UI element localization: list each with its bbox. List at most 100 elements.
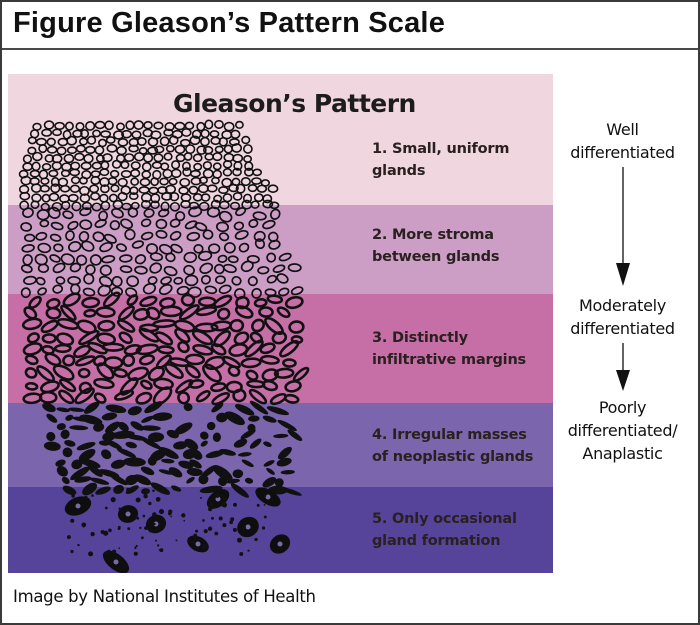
gland-mark <box>185 364 201 379</box>
gland-mark <box>118 525 121 529</box>
gland-mark <box>121 129 133 139</box>
gland-mark <box>163 152 173 161</box>
gland-mark <box>139 526 142 530</box>
gland-mark <box>37 242 52 254</box>
gland-mark <box>41 333 57 344</box>
gland-mark <box>140 231 154 241</box>
gland-mark <box>143 120 153 130</box>
gland-mark <box>60 253 75 266</box>
gland-mark <box>200 193 211 202</box>
gland-mark <box>128 192 139 201</box>
gland-mark <box>103 530 109 536</box>
gland-mark <box>241 135 251 145</box>
gland-mark <box>150 193 161 204</box>
gland-mark <box>251 287 262 299</box>
gland-mark <box>224 411 245 426</box>
gland-mark <box>247 184 258 193</box>
gland-mark <box>103 233 117 244</box>
gland-mark <box>216 412 228 423</box>
gland-mark <box>143 208 155 218</box>
gleason-panel: Gleason’s Pattern 1. Small, uniform glan… <box>8 74 553 573</box>
gland-mark <box>247 549 250 552</box>
gland-mark <box>277 541 283 547</box>
gland-mark <box>242 525 246 530</box>
gland-mark <box>213 263 225 275</box>
gland-mark <box>133 120 144 130</box>
gland-mark <box>80 161 92 171</box>
gland-mark <box>202 519 205 522</box>
gland-mark <box>261 379 279 392</box>
gland-mark <box>113 559 119 565</box>
gland-mark <box>266 294 284 305</box>
gland-mark <box>59 378 77 393</box>
grade-label-3-line2: infiltrative margins <box>372 352 526 368</box>
gland-mark <box>99 241 113 253</box>
gland-mark <box>186 231 201 242</box>
gland-mark <box>231 143 243 153</box>
gland-mark <box>178 460 194 469</box>
gland-mark <box>122 354 136 368</box>
gland-mark <box>266 252 277 263</box>
gland-mark <box>238 452 252 457</box>
gland-mark <box>118 331 133 345</box>
arrow-down-icon <box>616 167 630 286</box>
gland-mark <box>276 306 291 319</box>
gland-mark <box>118 507 122 511</box>
gland-mark <box>238 242 250 253</box>
gland-mark <box>200 431 209 440</box>
gland-mark <box>60 304 77 322</box>
gland-mark <box>35 231 48 241</box>
gland-mark <box>218 516 223 521</box>
gland-mark <box>233 438 248 448</box>
gland-mark <box>212 152 223 162</box>
gland-mark <box>157 208 170 218</box>
gland-mark <box>198 474 209 485</box>
gland-mark <box>24 367 38 379</box>
gland-mark <box>217 254 228 263</box>
gland-mark <box>279 487 302 496</box>
gland-mark <box>290 286 304 296</box>
gland-mark <box>249 400 269 415</box>
gland-mark <box>169 230 182 241</box>
grade-label-4-line2: of neoplastic glands <box>372 449 534 465</box>
gland-mark <box>188 185 199 195</box>
gland-mark <box>168 467 183 478</box>
gland-mark <box>46 413 58 423</box>
gland-mark <box>101 449 112 460</box>
gland-mark <box>218 210 233 223</box>
gland-mark <box>138 327 160 343</box>
gland-mark <box>43 441 61 451</box>
gland-pattern-illustration <box>18 119 310 573</box>
gland-mark <box>266 467 275 475</box>
gland-mark <box>204 119 214 130</box>
gland-mark <box>271 331 288 345</box>
gland-mark <box>61 476 70 485</box>
gland-mark <box>273 433 289 439</box>
gland-mark <box>158 548 161 551</box>
gland-mark <box>197 250 213 262</box>
gland-mark <box>218 232 230 242</box>
gland-mark <box>253 230 266 242</box>
gland-mark <box>20 222 33 232</box>
gland-mark <box>186 476 195 484</box>
gland-mark <box>34 253 48 266</box>
panel-title: Gleason’s Pattern <box>173 89 416 118</box>
gland-mark <box>139 295 158 308</box>
gland-mark <box>69 184 81 193</box>
gland-mark <box>191 540 195 544</box>
gland-mark <box>240 260 254 273</box>
gland-mark <box>230 129 241 139</box>
gland-mark <box>94 145 105 155</box>
gland-mark <box>42 402 56 413</box>
gland-mark <box>242 144 253 154</box>
gland-mark <box>232 527 237 532</box>
gland-mark <box>196 121 206 132</box>
gland-mark <box>83 308 97 318</box>
gland-mark <box>181 128 192 137</box>
gland-mark <box>45 306 62 320</box>
gland-mark <box>93 377 115 390</box>
gland-mark <box>41 128 53 137</box>
gland-mark <box>164 122 175 132</box>
gland-mark <box>279 340 300 358</box>
gland-mark <box>227 255 239 264</box>
